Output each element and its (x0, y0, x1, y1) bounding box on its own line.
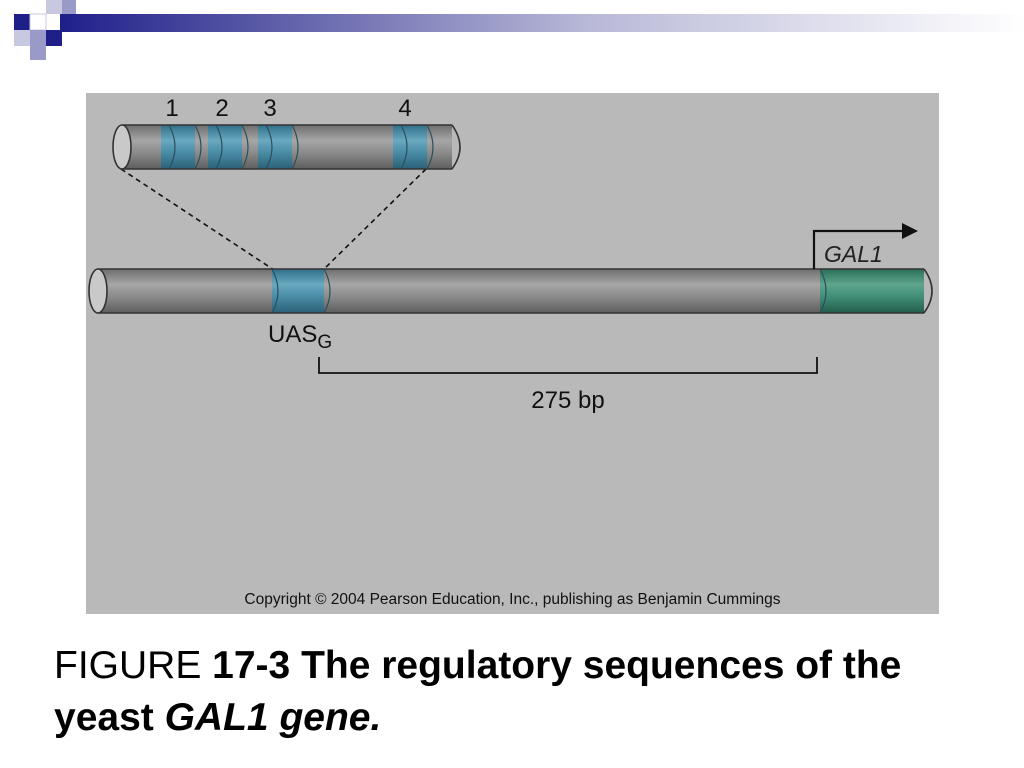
site-number-3: 3 (263, 95, 277, 122)
binding-site-3 (258, 125, 292, 169)
dna-cylinder (88, 268, 933, 314)
binding-site-4 (393, 125, 427, 169)
header-square (29, 13, 47, 31)
caption-gene-name: GAL1 gene. (164, 696, 382, 739)
header-square (30, 30, 46, 46)
header-square (62, 0, 76, 14)
binding-site-2 (208, 125, 242, 169)
header-square (46, 0, 62, 14)
figure-panel: 1 2 3 4 GAL1 UASG 275 bp Copyright © 200… (86, 93, 939, 614)
arrowhead-icon (902, 223, 918, 239)
uas-label-main: UAS (268, 321, 318, 348)
header-square (46, 30, 62, 46)
uas-label-subscript: G (317, 332, 333, 353)
transcription-start-arrow (812, 229, 906, 269)
uas-enlarged-cylinder (112, 124, 461, 170)
gal1-regulatory-diagram (88, 124, 933, 374)
site-number-2: 2 (215, 95, 229, 122)
site-number-4: 4 (398, 95, 412, 122)
slide-header-decoration (14, 0, 1024, 60)
zoom-line-left (120, 168, 275, 271)
figure-caption: FIGURE 17-3 The regulatory sequences of … (54, 640, 994, 744)
distance-bracket (318, 357, 818, 374)
gal1-gene-region (820, 269, 924, 313)
binding-site-1 (161, 125, 195, 169)
header-gradient-bar (60, 14, 1024, 32)
caption-prefix: FIGURE (54, 644, 213, 687)
distance-label: 275 bp (531, 387, 605, 414)
caption-title: 17-3 The regulatory sequences of the yea… (54, 644, 902, 739)
uas-label: UASG (268, 321, 332, 354)
header-square (14, 14, 30, 30)
gene-label: GAL1 (824, 241, 883, 267)
zoom-line-right (322, 168, 427, 271)
header-square (30, 46, 46, 60)
site-number-1: 1 (165, 95, 179, 122)
header-square (14, 30, 30, 46)
copyright-notice: Copyright © 2004 Pearson Education, Inc.… (244, 591, 781, 608)
uas-g-region (272, 269, 324, 313)
